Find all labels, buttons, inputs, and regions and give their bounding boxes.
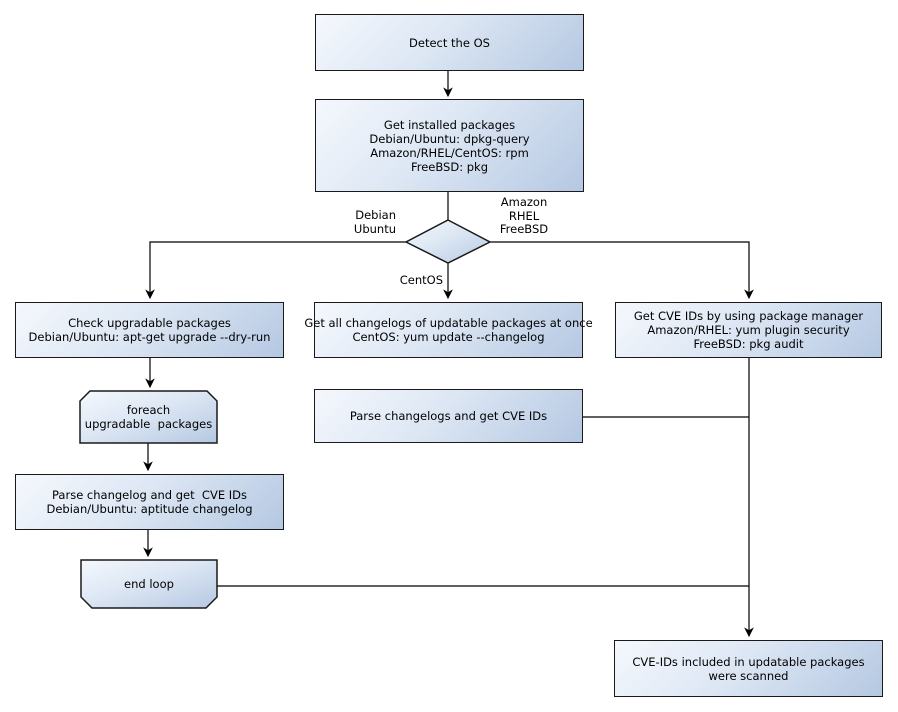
node-text-line: FreeBSD: pkg audit (693, 337, 804, 351)
edge-label-amazon-rhel-freebsd: Amazon RHEL FreeBSD (492, 195, 556, 237)
node-get-installed-packages: Get installed packages Debian/Ubuntu: dp… (315, 99, 584, 192)
edge-label-debian-ubuntu: Debian Ubuntu (306, 208, 396, 236)
node-get-all-changelogs: Get all changelogs of updatable packages… (304, 302, 593, 358)
node-text-line: Detect the OS (409, 35, 490, 50)
edge-label-line: Ubuntu (353, 221, 396, 236)
os-decision-diamond (404, 219, 492, 264)
node-text-line: Debian/Ubuntu: dpkg-query (369, 131, 530, 146)
foreach-loop-shape (79, 390, 218, 444)
node-text-line: Get installed packages (383, 117, 516, 132)
edge-label-line: FreeBSD (499, 222, 549, 236)
connector-decision-to-check-upgradable (145, 241, 406, 300)
node-text-line: Amazon/RHEL: yum plugin security (647, 323, 850, 337)
edge-label-line: RHEL (508, 208, 540, 223)
node-text-line: CentOS: yum update --changelog (352, 330, 545, 344)
node-text-line: were scanned (708, 668, 789, 683)
node-parse-changelog-debian: Parse changelog and get CVE IDs Debian/U… (15, 474, 284, 530)
node-end-loop: end loop (81, 560, 217, 608)
edge-label-line: Amazon (500, 195, 548, 209)
node-text-line: Amazon/RHEL/CentOS: rpm (370, 145, 529, 160)
node-text-line: CVE-IDs included in updatable packages (632, 654, 865, 669)
node-foreach-loop: foreach upgradable packages (80, 391, 217, 443)
node-text-line: foreach (126, 403, 171, 417)
end-loop-shape (80, 559, 218, 609)
node-text-line: Parse changelogs and get CVE IDs (349, 409, 548, 423)
node-scan-result: CVE-IDs included in updatable packages w… (614, 640, 883, 697)
node-text-line: end loop (124, 577, 174, 591)
edge-label-line: CentOS (399, 273, 443, 287)
node-text-line: Get CVE IDs by using package manager (633, 309, 864, 323)
node-parse-changelogs-centos: Parse changelogs and get CVE IDs (314, 389, 583, 443)
node-get-cve-ids-pkg-manager: Get CVE IDs by using package manager Ama… (615, 302, 882, 358)
node-text-line: Check upgradable packages (68, 316, 231, 330)
node-text-line: Debian/Ubuntu: aptitude changelog (46, 502, 253, 516)
node-text-line: upgradable packages (84, 417, 213, 431)
node-text-line: Parse changelog and get CVE IDs (52, 488, 247, 502)
edge-label-line: Debian (355, 208, 396, 222)
node-text-line: FreeBSD: pkg (410, 159, 489, 174)
node-text-line: Get all changelogs of updatable packages… (304, 316, 593, 330)
edge-label-centos: CentOS (343, 273, 443, 288)
node-check-upgradable-packages: Check upgradable packages Debian/Ubuntu:… (15, 302, 284, 358)
node-text-line: Debian/Ubuntu: apt-get upgrade --dry-run (28, 330, 271, 344)
node-detect-os: Detect the OS (315, 14, 584, 71)
connector-decision-to-get-cve (490, 241, 754, 300)
